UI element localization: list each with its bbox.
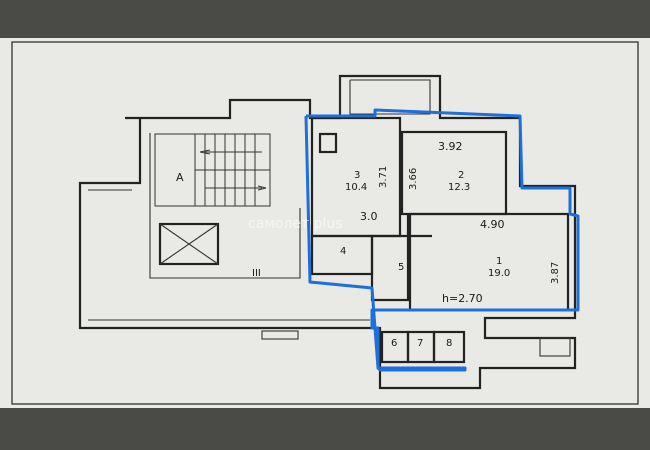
room-3-depth: 3.71 [378, 166, 389, 188]
room-6-number: 6 [391, 338, 397, 349]
room-2-area: 12.3 [448, 182, 470, 193]
staircase [154, 133, 271, 207]
floor-plan-sheet: A III 3 10.4 3.71 3.0 3.92 2 12.3 3.66 4… [0, 38, 650, 408]
room-2-depth: 3.66 [408, 168, 419, 190]
room-2-width: 3.92 [438, 140, 463, 153]
room-3-area: 10.4 [345, 182, 367, 193]
room-1-width: 4.90 [480, 218, 505, 231]
room-7-number: 7 [417, 338, 423, 349]
watermark: самолет plus [248, 216, 343, 232]
room-3-number: 3 [354, 170, 360, 181]
apartment-walls [310, 116, 570, 364]
room-1-area: 19.0 [488, 268, 510, 279]
elevator-shaft [158, 222, 220, 266]
building-walls [78, 74, 577, 390]
room-1-depth: 3.87 [550, 262, 561, 284]
room-2-number: 2 [458, 170, 464, 181]
room-8-number: 8 [446, 338, 452, 349]
stair-label: A [176, 171, 184, 184]
drawing-frame [11, 41, 639, 405]
room-4-number: 4 [340, 246, 346, 257]
hall-label: III [252, 268, 261, 279]
apartment-highlight [304, 108, 580, 372]
room-5-number: 5 [398, 262, 404, 273]
room-3-width: 3.0 [360, 210, 378, 223]
floor-plan: A III 3 10.4 3.71 3.0 3.92 2 12.3 3.66 4… [11, 41, 639, 405]
ceiling-height: h=2.70 [442, 292, 483, 305]
room-1-number: 1 [496, 256, 502, 267]
